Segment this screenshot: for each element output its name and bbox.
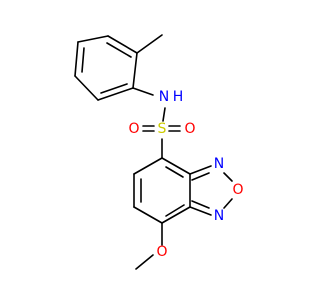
atom-label-oxygen: O bbox=[156, 244, 167, 260]
molecule-structure: N H S O O N O N O bbox=[74, 34, 244, 270]
atom-label-oxygen: O bbox=[184, 121, 195, 137]
atom-label-nitrogen: N bbox=[214, 156, 224, 172]
atom-labels: N H S O O N O N O bbox=[128, 89, 243, 260]
bond bbox=[135, 254, 154, 270]
bond bbox=[189, 165, 212, 175]
bond bbox=[107, 35, 138, 54]
atom-label-hydrogen: H bbox=[173, 89, 184, 105]
bond bbox=[165, 166, 184, 178]
bond bbox=[223, 172, 233, 182]
bond bbox=[162, 107, 166, 122]
bond bbox=[132, 87, 154, 96]
bond bbox=[97, 87, 134, 101]
atom-label-sulfur: S bbox=[158, 121, 167, 137]
bond bbox=[223, 198, 233, 209]
bond bbox=[191, 200, 210, 209]
bond bbox=[106, 42, 132, 58]
bond bbox=[136, 34, 163, 54]
bond bbox=[161, 157, 191, 175]
bond bbox=[81, 47, 85, 73]
bond bbox=[74, 75, 99, 101]
bond bbox=[165, 204, 185, 217]
bond bbox=[189, 206, 212, 216]
bond bbox=[74, 41, 79, 77]
bond bbox=[191, 172, 210, 181]
bond bbox=[133, 206, 163, 224]
bond bbox=[161, 206, 191, 224]
bond bbox=[100, 83, 128, 94]
atom-label-oxygen: O bbox=[232, 182, 243, 198]
atom-label-nitrogen: N bbox=[159, 89, 169, 105]
atom-label-nitrogen: N bbox=[214, 208, 224, 224]
bond bbox=[133, 157, 163, 175]
bonds bbox=[74, 34, 233, 270]
bond bbox=[77, 35, 109, 43]
atom-label-oxygen: O bbox=[128, 121, 139, 137]
bond bbox=[132, 52, 138, 89]
